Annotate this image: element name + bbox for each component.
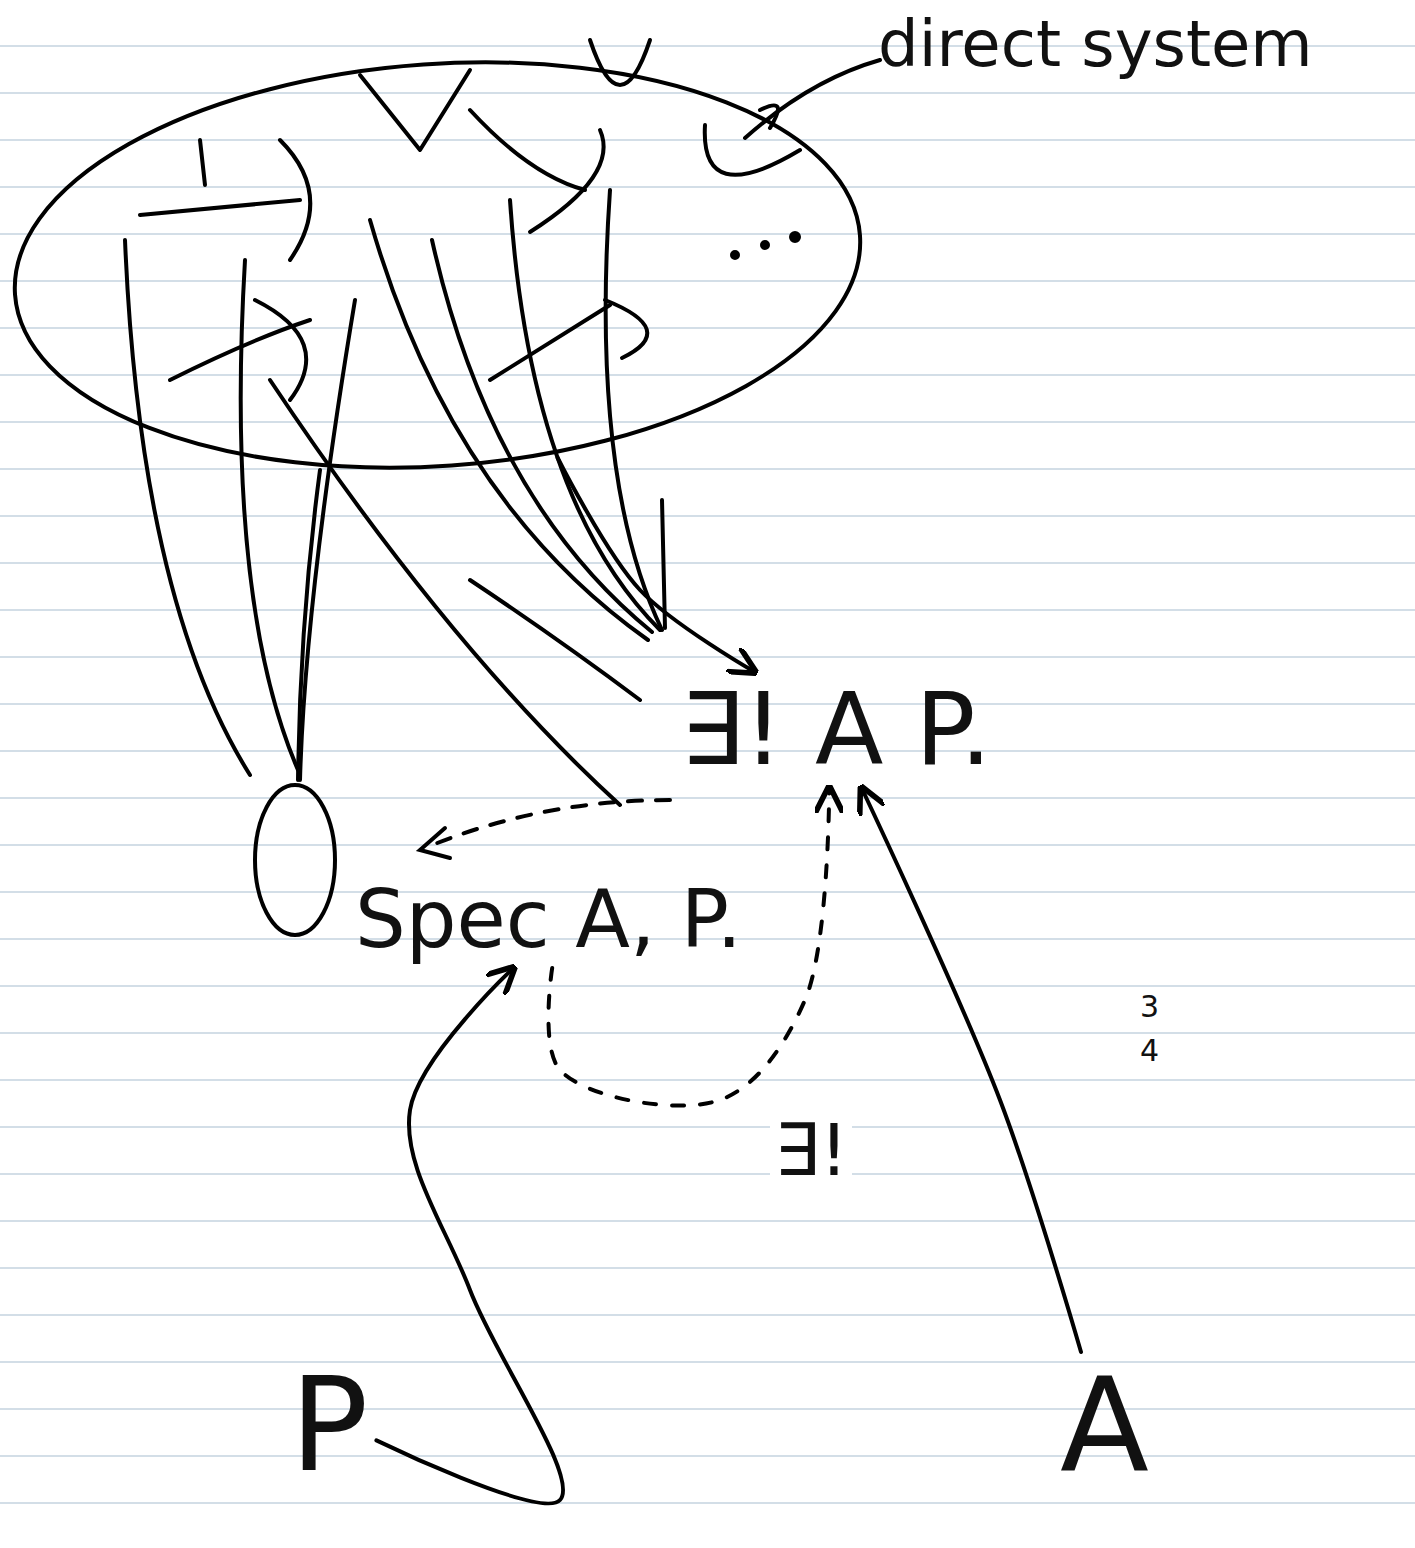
margin-number: 4 (1140, 1036, 1159, 1066)
math-term: P (290, 1360, 368, 1490)
apex-object (255, 785, 335, 935)
term-text: A (1060, 1360, 1149, 1490)
margin-number: 3 (1140, 992, 1159, 1022)
arrow-label: ∃! (770, 1112, 852, 1188)
cone-lines (125, 60, 880, 935)
term-text: ∃! A P. (680, 680, 992, 780)
term-text: P (290, 1360, 368, 1490)
morphism-arrow (862, 788, 1081, 1352)
system-ellipse: direct system (10, 60, 865, 470)
system-heading: direct system (878, 12, 1313, 76)
math-term: A (1060, 1360, 1149, 1490)
math-term: ∃! A P. (680, 680, 992, 780)
term-text: Spec A, P. (355, 880, 742, 960)
morphism-arrow (558, 458, 755, 672)
paper-lines (0, 46, 1415, 1503)
math-term: Spec A, P. (355, 880, 742, 960)
morphism-arrow (376, 968, 563, 1503)
ellipse-outline (10, 60, 865, 470)
